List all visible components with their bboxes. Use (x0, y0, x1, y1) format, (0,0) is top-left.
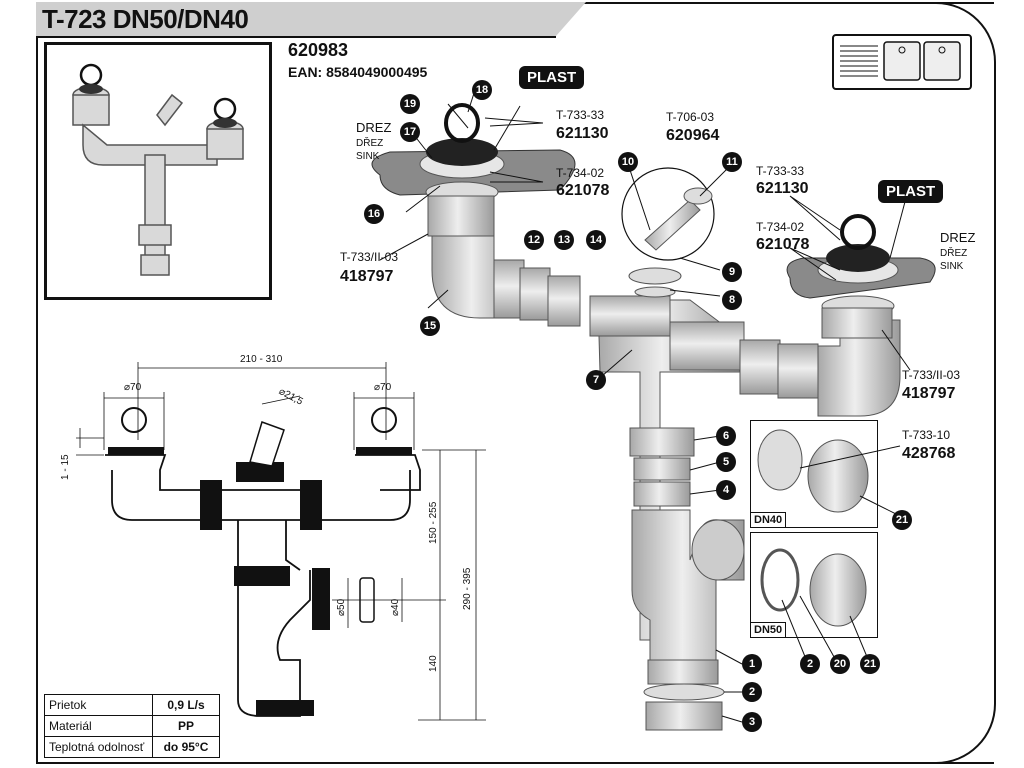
t733-ii03-label-left: T-733/II-03 (340, 250, 399, 264)
part-badge-15: 15 (420, 316, 440, 336)
spec-value: do 95°C (152, 736, 220, 758)
c621130-label-left: 621130 (556, 125, 609, 142)
part-badge-18: 18 (472, 80, 492, 100)
spec-label: Materiál (44, 715, 153, 737)
t734-02-label-left: T-734-02 (556, 166, 605, 180)
c418797-label-left: 418797 (340, 268, 394, 285)
page-title: T-723 DN50/DN40 (42, 4, 249, 34)
part-badge-6: 6 (716, 426, 736, 446)
part-badge-12: 12 (524, 230, 544, 250)
spec-row: Teplotná odolnosť do 95°C (44, 736, 220, 758)
spec-value: PP (152, 715, 220, 737)
c621078-label-left: 621078 (556, 182, 610, 199)
spec-row: Materiál PP (44, 715, 220, 737)
sink-drawing (840, 41, 961, 81)
c621078-label-right: 621078 (756, 236, 810, 253)
dn50-label: DN50 (751, 622, 787, 637)
part-badge-11: 11 (722, 152, 742, 172)
c621130-label-right: 621130 (756, 180, 809, 197)
c428768-label: 428768 (902, 445, 956, 462)
dim-d70-right: ⌀70 (374, 382, 392, 393)
part-badge-10: 10 (618, 152, 638, 172)
t734-02-label-right: T-734-02 (756, 220, 805, 234)
spec-table: Prietok 0,9 L/s Materiál PP Teplotná odo… (44, 694, 220, 758)
sink-label-left: SINK (356, 151, 380, 162)
part-badge-19: 19 (400, 94, 420, 114)
dim-h290-395: 290 - 395 (462, 567, 473, 610)
spec-value: 0,9 L/s (152, 694, 220, 716)
spec-label: Prietok (44, 694, 153, 716)
dn40-label: DN40 (751, 512, 787, 527)
sink-label-right: SINK (940, 261, 964, 272)
dn50-parts-box: DN50 (750, 532, 878, 638)
plast-tag-right: PLAST (878, 180, 944, 203)
part-badge-21-dn40: 21 (892, 510, 912, 530)
product-thumbnail-drawing (72, 63, 244, 276)
drez-cz-label-right: DŘEZ (940, 248, 968, 259)
c418797-label-right: 418797 (902, 385, 956, 402)
product-thumbnail (44, 42, 272, 300)
double-sink-icon (832, 34, 972, 90)
t706-03-label: T-706-03 (666, 110, 715, 124)
part-badge-21-dn50: 21 (860, 654, 880, 674)
part-badge-1: 1 (742, 654, 762, 674)
t733-10-label: T-733-10 (902, 428, 951, 442)
part-badge-5: 5 (716, 452, 736, 472)
dim-d70-left: ⌀70 (124, 382, 142, 393)
part-badge-2-dn50: 2 (800, 654, 820, 674)
dim-h1-15: 1 - 15 (60, 454, 71, 480)
drez-cz-label-left: DŘEZ (356, 138, 384, 149)
spec-row: Prietok 0,9 L/s (44, 694, 220, 716)
part-badge-3: 3 (742, 712, 762, 732)
part-badge-9: 9 (722, 262, 742, 282)
part-badge-4: 4 (716, 480, 736, 500)
product-code: 620983 (288, 40, 349, 60)
part-badge-20: 20 (830, 654, 850, 674)
drez-label-right: DREZ (940, 230, 976, 245)
part-badge-17: 17 (400, 122, 420, 142)
part-badge-16: 16 (364, 204, 384, 224)
part-badge-2: 2 (742, 682, 762, 702)
spec-label: Teplotná odolnosť (44, 736, 153, 758)
dim-h140: 140 (428, 655, 439, 672)
dim-d40: ⌀40 (390, 598, 401, 616)
ean-code: EAN: 8584049000495 (288, 64, 428, 80)
dim-d50: ⌀50 (336, 598, 347, 616)
t733-33-label-left: T-733-33 (556, 108, 605, 122)
dn40-parts-box: DN40 (750, 420, 878, 528)
part-badge-7: 7 (586, 370, 606, 390)
t733-ii03-label-right: T-733/II-03 (902, 368, 961, 382)
c620964-label: 620964 (666, 127, 720, 144)
dim-h150-255: 150 - 255 (428, 501, 439, 544)
part-badge-14: 14 (586, 230, 606, 250)
dim-width-range: 210 - 310 (240, 354, 283, 365)
title-bar: T-723 DN50/DN40 (36, 2, 586, 38)
drez-label-left: DREZ (356, 120, 392, 135)
t733-33-label-right: T-733-33 (756, 164, 805, 178)
plast-tag-left: PLAST (519, 66, 585, 89)
part-badge-13: 13 (554, 230, 574, 250)
part-badge-8: 8 (722, 290, 742, 310)
